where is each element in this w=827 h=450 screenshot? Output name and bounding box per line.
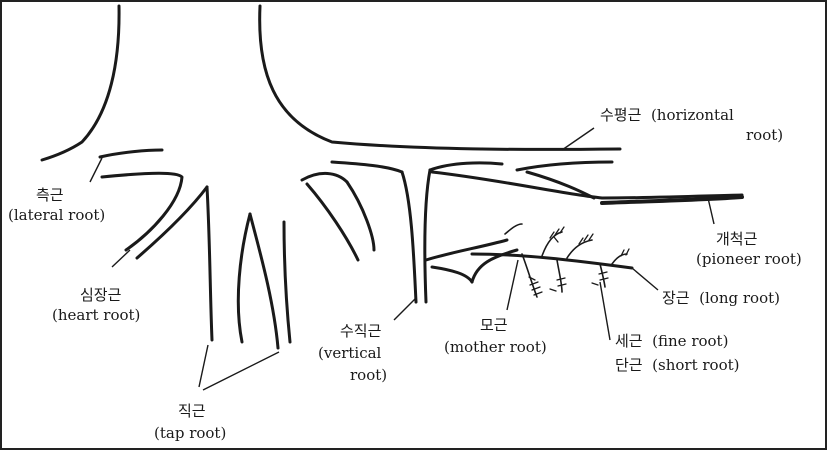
label-fine-ko: 세근: [615, 332, 643, 350]
label-fine-en: (fine root): [652, 332, 728, 350]
label-short-root: 단근 (short root): [615, 356, 739, 375]
leader-mother: [507, 260, 518, 310]
label-heart-en: (heart root): [52, 306, 140, 325]
leader-heart: [112, 250, 130, 267]
label-vertical-en1: (vertical: [318, 344, 381, 363]
label-horizontal-ko: 수평근: [600, 106, 641, 124]
vertical-root-left: [402, 172, 416, 302]
vertical-root-base: [332, 162, 402, 172]
tap-root-1: [207, 187, 212, 340]
label-heart-ko: 심장근: [80, 286, 121, 305]
leader-vertical: [394, 298, 416, 320]
label-horizontal-en1: (horizontal: [651, 106, 734, 124]
tap-root-3: [284, 222, 290, 342]
fine-root-1: [522, 254, 537, 297]
label-short-ko: 단근: [615, 356, 643, 374]
leader-horizontal: [562, 128, 594, 150]
label-lateral-en: (lateral root): [8, 206, 105, 225]
label-horizontal-root: 수평근 (horizontal: [600, 106, 734, 125]
label-mother-en: (mother root): [444, 338, 547, 357]
fine-root-7: [505, 224, 522, 234]
label-pioneer-ko: 개척근: [716, 230, 757, 249]
label-long-root: 장근 (long root): [662, 289, 780, 308]
middle-root-1: [302, 173, 347, 182]
vertical-root-right: [425, 170, 430, 302]
tap-root-2b: [250, 214, 278, 348]
trunk-left-edge: [42, 6, 119, 160]
vertical-root-base2: [430, 163, 502, 170]
label-horizontal-root-2: root): [746, 126, 783, 145]
fine-root-4: [557, 260, 562, 292]
trunk-right-edge: [260, 6, 620, 149]
horizontal-root-branch2: [527, 172, 594, 198]
label-vertical-en2: root): [350, 366, 387, 385]
leader-tap-1: [199, 345, 208, 387]
label-vertical-ko: 수직근: [340, 322, 381, 341]
label-pioneer-en: (pioneer root): [696, 250, 802, 269]
middle-root-2: [307, 184, 358, 260]
hair-cluster-4: [550, 278, 566, 291]
label-lateral-ko: 측근: [36, 186, 64, 205]
leader-tap-2: [203, 352, 279, 390]
label-long-en: (long root): [699, 289, 780, 307]
label-tap-en: (tap root): [154, 424, 226, 443]
label-tap-ko: 직근: [178, 402, 206, 421]
mother-root-lower: [432, 267, 472, 282]
tap-root-2: [238, 214, 250, 342]
fine-root-6: [612, 254, 627, 264]
leader-pioneer: [708, 198, 714, 224]
label-long-ko: 장근: [662, 289, 690, 307]
label-fine-root: 세근 (fine root): [615, 332, 728, 351]
lateral-root-upper: [100, 150, 162, 157]
leader-fine: [600, 282, 610, 340]
middle-root-3: [347, 182, 374, 250]
leader-lateral: [90, 158, 102, 182]
label-mother-ko: 모근: [480, 316, 508, 335]
label-short-en: (short root): [652, 356, 739, 374]
leader-long: [632, 268, 658, 290]
heart-root-edge: [137, 187, 207, 258]
lateral-root-lower: [102, 173, 182, 250]
horizontal-root-branch: [517, 162, 612, 170]
